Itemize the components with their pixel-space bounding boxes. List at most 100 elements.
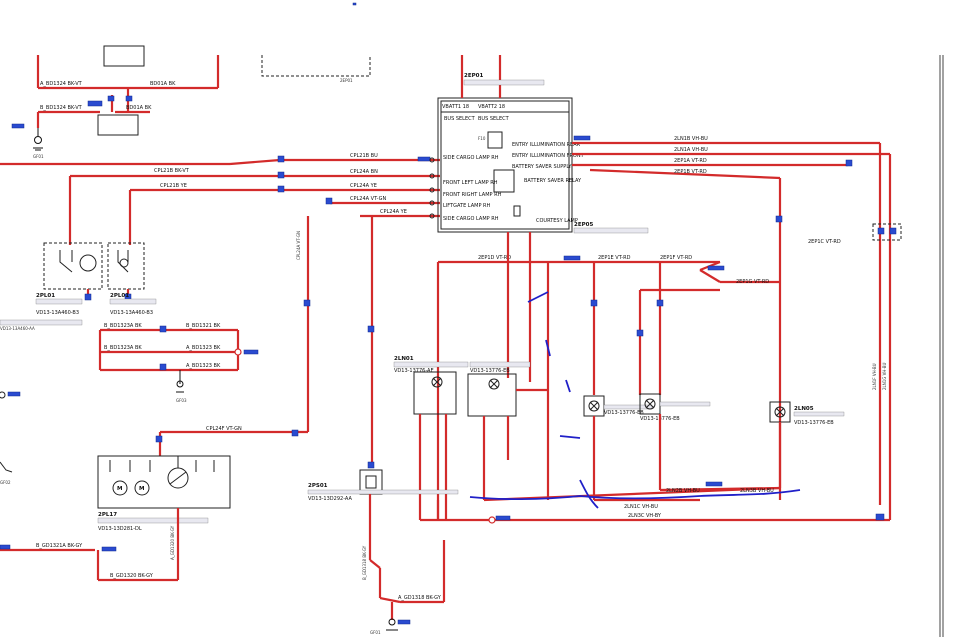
battery-saver-relay-unit[interactable]: VBATT1 18 VBATT2 18 BUS SELECT BUS SELEC…: [429, 55, 649, 234]
connector[interactable]: [325, 197, 333, 205]
wire-label: A_BD1323 BK: [186, 345, 221, 351]
connector-tag[interactable]: [563, 255, 581, 261]
connector[interactable]: [877, 227, 885, 235]
relay-row-right: ENTRY ILLUMINATION REAR: [512, 142, 581, 148]
hand-drawn-annotations: [469, 291, 801, 509]
left-switch-assembly[interactable]: 2PL01 2PL01 VD13-13A460-B3 VD13-13A460-B…: [0, 242, 157, 331]
connector-tag[interactable]: [11, 123, 25, 129]
wire-label-vertical: A_GD1320 BK-GY: [170, 525, 175, 560]
svg-text:BUS SELECT: BUS SELECT: [444, 116, 476, 122]
connector[interactable]: [875, 513, 885, 521]
component-code: 2EP05: [574, 222, 593, 228]
connector-tag[interactable]: [495, 515, 511, 521]
left-bus-wires: CPL21B BK-VT CPL21B YE CPL21B BU CPL24A …: [0, 153, 440, 469]
connector[interactable]: [367, 325, 375, 333]
ground-label: GF01: [33, 154, 44, 159]
connector-tag[interactable]: [7, 391, 21, 397]
ground-label: GF02: [0, 480, 11, 485]
connector[interactable]: [590, 299, 598, 307]
connector[interactable]: [291, 429, 299, 437]
wire-label: 2LN3C VH-BY: [628, 513, 662, 519]
connector[interactable]: [84, 293, 92, 301]
svg-text:M: M: [117, 486, 122, 492]
wire-label: CPL21B YE: [160, 183, 187, 189]
relay-row-left: SIDE CARGO LAMP RH: [443, 155, 499, 161]
wire-label: 2EP1C VT-RD: [808, 239, 841, 245]
wire-label: CPL24A YE: [350, 183, 377, 189]
connector[interactable]: [159, 325, 167, 333]
lamp-grid-wires: 2EP1D VT-RD 2EP1E VT-RD 2EP1F VT-RD 2EP1…: [436, 232, 780, 520]
part-number: VD13-13776-EB: [470, 368, 510, 374]
lamp-unit-3[interactable]: VD13-13776-EB: [583, 395, 653, 500]
connector[interactable]: [889, 227, 897, 235]
wire-label: BD01A BK: [150, 81, 176, 87]
wire-label: B_BD1324 BK-VT: [40, 105, 83, 111]
part-number: VD13-13A460-AA: [0, 326, 35, 331]
wire-label: 2LN3B VH-BU: [740, 488, 774, 494]
wire-label: B_BD1321 BK: [186, 323, 221, 329]
component-code: 2PL17: [98, 512, 117, 518]
lamp-unit-5[interactable]: 2LN05 VD13-13776-EB: [769, 401, 845, 488]
courtesy-label: COURTESY LAMP: [536, 218, 578, 224]
connector[interactable]: [303, 299, 311, 307]
wire-label: 2EP1G VT-RD: [736, 279, 769, 285]
component-code: 2LN01: [394, 356, 414, 362]
wire-label: 2LN1A VH-BU: [674, 147, 708, 153]
connector[interactable]: [367, 461, 375, 469]
bottom-wires: 2LN1C VH-BU 2LN2B VH-BU 2LN3C VH-BY 2LN3…: [420, 481, 890, 524]
wire-label: A_BD1323 BK: [186, 363, 221, 369]
lamp-unit-2[interactable]: VD13-13776-EB: [467, 361, 550, 500]
ground-symbol-icon: [33, 128, 43, 151]
wire-label: CPL24A YE: [380, 209, 407, 215]
connector[interactable]: [656, 299, 664, 307]
svg-text:2LN1F VH-BU: 2LN1F VH-BU: [872, 363, 877, 390]
connector-tag[interactable]: [707, 265, 725, 271]
connector-tag[interactable]: [87, 100, 103, 107]
wire-label: B_BD1323A BK: [104, 345, 142, 351]
connector-tag[interactable]: [101, 546, 117, 552]
svg-text:F10: F10: [478, 136, 486, 141]
connector-tag[interactable]: [417, 156, 431, 162]
lamp-unit-4[interactable]: VD13-13776-EB: [639, 393, 711, 490]
wire-label: BD01A BK: [126, 105, 152, 111]
connector[interactable]: [636, 329, 644, 337]
wire-label: CPL24A BN: [350, 169, 378, 175]
wire-label-vertical: CPL24A VT-GN: [296, 231, 301, 260]
lower-left-wires: B_BD1323A BK B_BD1321 BK B_BD1323A BK A_…: [0, 323, 259, 485]
connector[interactable]: [155, 435, 163, 443]
connector-tag[interactable]: [0, 544, 11, 550]
connector[interactable]: [277, 171, 285, 179]
relay-row-left: SIDE CARGO LAMP RH: [443, 216, 499, 222]
connector[interactable]: [107, 95, 115, 102]
lamp-unit-1[interactable]: 2LN01 VD13-13776-AE: [393, 356, 469, 520]
part-number: VD13-13D292-AA: [308, 496, 352, 502]
connector[interactable]: [159, 363, 167, 371]
connector-tag[interactable]: [705, 481, 723, 487]
wire-label: B_GD1321A BK-GY: [36, 543, 83, 549]
part-number: VD13-13776-EB: [604, 410, 644, 416]
component-code: 2PS01: [308, 483, 328, 489]
wire-label: 2EP1E VT-RD: [598, 255, 631, 261]
connector-tag[interactable]: [397, 619, 411, 625]
connector[interactable]: [277, 155, 285, 163]
connector-tag[interactable]: [573, 135, 591, 141]
wire-label: B_GD1320 BK-GY: [110, 573, 154, 579]
wire-label: CPL24A VT-GN: [350, 196, 387, 202]
ground-label: GF01: [370, 630, 381, 635]
relay-row-left: FRONT LEFT LAMP RH: [443, 180, 498, 186]
relay-label: BATTERY SAVER RELAY: [524, 178, 582, 184]
wire-label: 2LN1B VH-BU: [674, 136, 708, 142]
right-side-wires: 2LN1B VH-BU 2LN1A VH-BU 2EP1A VT-RD 2EP1…: [572, 135, 902, 520]
connector[interactable]: [125, 95, 133, 102]
connector[interactable]: [845, 159, 853, 167]
bottom-left-wires: B_GD1321A BK-GY B_GD1320 BK-GY: [0, 543, 178, 582]
wire-label: 2LN2B VH-BU: [666, 488, 700, 494]
connector[interactable]: [775, 215, 783, 223]
part-number: VD13-13776-AE: [394, 368, 434, 374]
connector-tag[interactable]: [243, 349, 259, 355]
motor-module[interactable]: M M 2PL17 VD13-13D281-DL A_GD1320 BK-GY: [97, 455, 231, 580]
relay-header-left: VBATT1 18: [442, 104, 469, 110]
switch-module[interactable]: 2PS01 VD13-13D292-AA A_GD1318 BK-GY B_GD…: [307, 469, 459, 635]
connector[interactable]: [277, 185, 285, 193]
